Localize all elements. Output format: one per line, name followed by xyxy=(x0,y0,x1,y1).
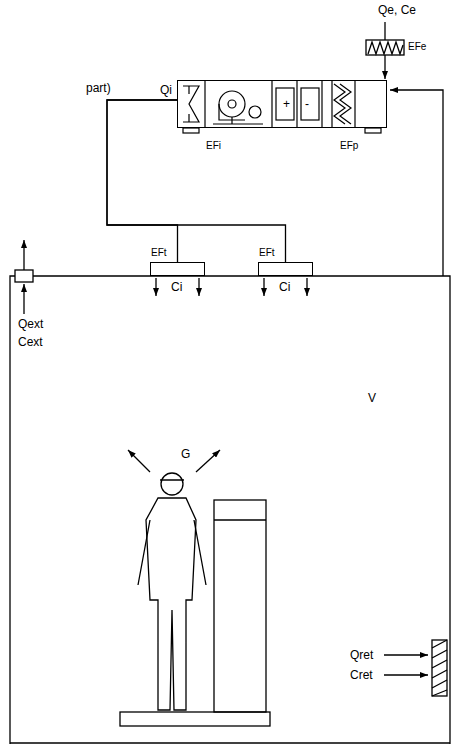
symbol-label: Cret xyxy=(350,669,373,681)
return-arrow xyxy=(384,654,428,655)
exhaust-leader xyxy=(23,284,24,314)
intake-line xyxy=(384,22,385,40)
node-label: EFt xyxy=(259,248,275,258)
ahu-internals xyxy=(177,80,387,136)
supply-arrow xyxy=(155,278,156,296)
symbol-label: V xyxy=(368,392,376,404)
intake-arrow xyxy=(384,55,385,79)
room-outline xyxy=(10,276,450,744)
exhaust-grille xyxy=(15,270,33,282)
supply-arrow xyxy=(306,278,307,296)
return-grille xyxy=(432,640,447,696)
supply-diffuser: EFtCi xyxy=(150,262,205,276)
room-floor xyxy=(10,742,450,743)
symbol-label: Qret xyxy=(350,649,373,661)
node-label: Ci xyxy=(171,281,182,293)
node-label: EFt xyxy=(151,248,167,258)
symbol-label: + xyxy=(283,98,290,110)
supply-arrow xyxy=(198,278,199,296)
symbol-label: Qext xyxy=(18,318,43,330)
symbol-label: Qi xyxy=(160,84,172,96)
outdoor-filter xyxy=(366,40,404,55)
node-label: EFi xyxy=(206,141,221,151)
grille-hatch xyxy=(432,640,447,696)
supply-diffuser: EFtCi xyxy=(258,262,313,276)
return-arrow xyxy=(384,674,428,675)
symbol-label: Qe, Ce xyxy=(378,4,416,16)
node-label: EFp xyxy=(340,141,358,151)
air-handling-unit: EFiEFp xyxy=(177,80,387,128)
supply-arrow xyxy=(263,278,264,296)
exhaust-arrow xyxy=(23,240,24,270)
symbol-label: - xyxy=(305,98,309,110)
symbol-label: G xyxy=(181,448,190,460)
supply-duct xyxy=(107,100,178,262)
symbol-label: part) xyxy=(86,82,111,94)
filter-hatch xyxy=(368,42,403,54)
symbol-label: EFe xyxy=(408,42,426,52)
node-label: Ci xyxy=(279,281,290,293)
equipment-box xyxy=(214,500,266,712)
occupant-figure xyxy=(120,450,270,726)
symbol-label: Cext xyxy=(18,336,43,348)
return-duct xyxy=(390,90,443,276)
